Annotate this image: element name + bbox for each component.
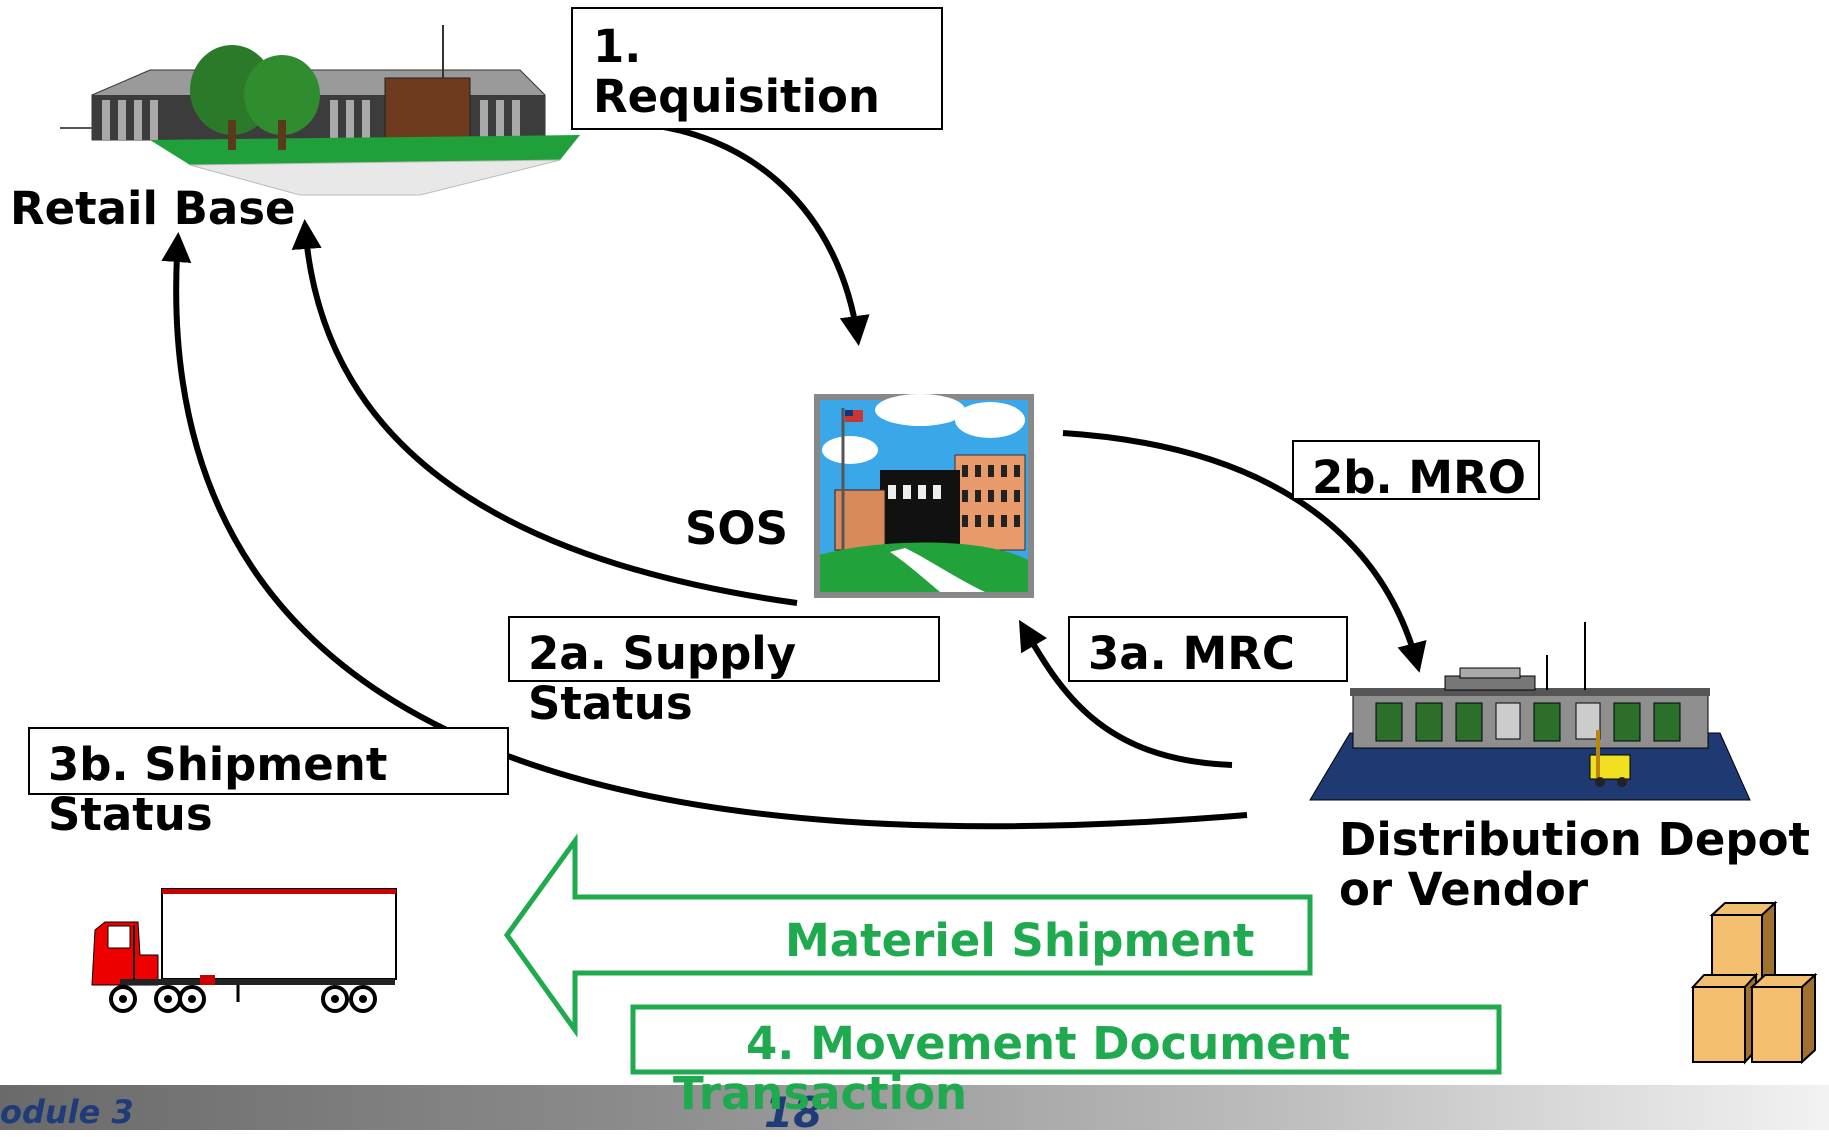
- materiel-shipment-arrow: [503, 833, 1313, 1038]
- retail-base-building-icon: [60, 25, 580, 196]
- boxes-icon: [1690, 900, 1818, 1065]
- arrow-mrc: [1018, 619, 1233, 768]
- retail-base-label: Retail Base: [10, 182, 296, 235]
- step-3b-label: 3b. Shipment: [48, 738, 388, 791]
- step-2a-label: 2a. Supply: [528, 627, 797, 680]
- mro-box: [1292, 440, 1540, 500]
- step-1-label: 1.: [593, 20, 642, 73]
- arrow-requisition: [629, 120, 870, 346]
- shipment-status-box: [28, 727, 509, 795]
- movement-document-box: [630, 1004, 1502, 1075]
- step-4-label: 4. Movement Document: [746, 1017, 1351, 1070]
- module-label: odule 3: [0, 1093, 134, 1131]
- footer-bar: [0, 1085, 1829, 1130]
- distribution-depot-icon: [1309, 622, 1751, 801]
- materiel-shipment-label: Materiel Shipment: [785, 914, 1255, 967]
- requisition-box: [571, 7, 943, 130]
- depot-label-line1: Distribution Depot: [1339, 813, 1811, 866]
- step-1-title: Requisition: [593, 70, 880, 123]
- step-2b-label: 2b. MRO: [1312, 451, 1526, 504]
- mrc-box: [1068, 616, 1348, 682]
- step-4-label-line2: Transaction: [673, 1067, 968, 1120]
- page-number: 18: [764, 1088, 823, 1137]
- supply-status-box: [508, 616, 940, 682]
- step-3a-label: 3a. MRC: [1088, 627, 1295, 680]
- arrow-supply-status: [291, 219, 798, 606]
- step-2a-label-line2: Status: [528, 677, 693, 730]
- flow-arrows: [161, 120, 1427, 830]
- sos-building-icon: [814, 394, 1034, 598]
- sos-label: SOS: [685, 502, 789, 555]
- depot-label-line2: or Vendor: [1339, 863, 1589, 916]
- truck-icon: [91, 888, 397, 1013]
- step-3b-label-line2: Status: [48, 788, 213, 841]
